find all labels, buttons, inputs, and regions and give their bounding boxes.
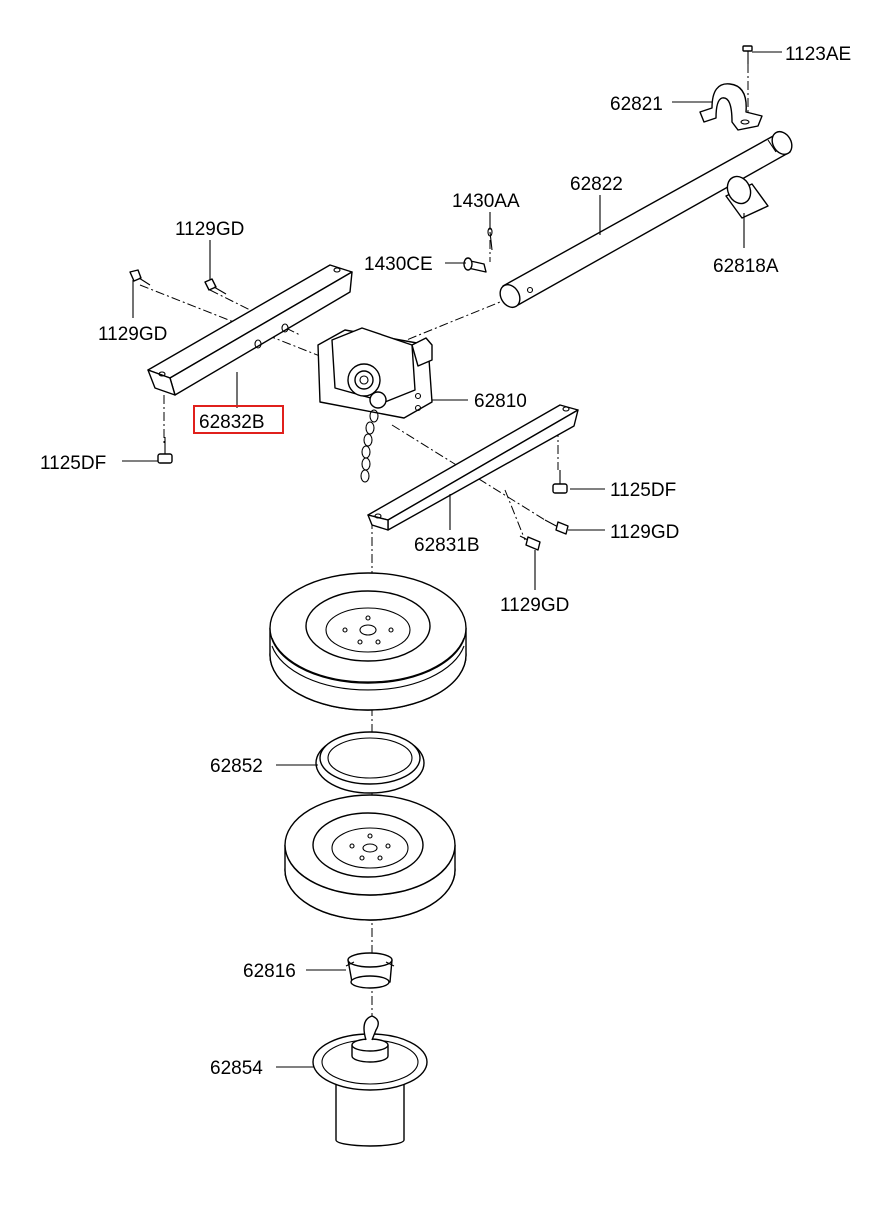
label-1129GD-top: 1129GD <box>175 219 244 240</box>
label-1125DF-left: 1125DF <box>40 453 106 474</box>
spare-tire <box>269 572 467 711</box>
label-62822: 62822 <box>570 174 623 195</box>
bolt-1129GD-left <box>129 269 151 286</box>
bolt-1123AE <box>742 45 753 64</box>
bracket-clamp-62821 <box>699 83 763 131</box>
label-62818A: 62818A <box>713 256 779 277</box>
bolt-1129GD-bottom <box>519 535 541 551</box>
label-1430CE: 1430CE <box>364 254 433 275</box>
label-1129GD-bottom: 1129GD <box>500 595 569 616</box>
winch-chain <box>360 409 379 483</box>
clevis-pin-1430CE <box>463 257 487 273</box>
part-labels: 1123AE 62821 62822 1430AA 1430CE 62818A … <box>40 44 851 1079</box>
label-62821: 62821 <box>610 94 663 115</box>
label-1129GD-right: 1129GD <box>610 522 679 543</box>
carrier-tube-62822 <box>499 130 793 309</box>
label-62810: 62810 <box>474 391 527 412</box>
label-62852: 62852 <box>210 756 263 777</box>
label-1129GD-left: 1129GD <box>98 324 167 345</box>
label-1123AE: 1123AE <box>785 44 851 65</box>
bolt-1125DF-left <box>157 437 173 464</box>
bolt-1125DF-right <box>552 470 568 494</box>
label-1430AA: 1430AA <box>452 191 520 212</box>
retainer-62816 <box>345 952 395 989</box>
bushing-62818A <box>725 175 769 219</box>
label-62854: 62854 <box>210 1058 263 1079</box>
cap-62854 <box>312 1015 428 1147</box>
leader-lines <box>122 51 782 1068</box>
ring-62852 <box>315 731 425 794</box>
bracket-62831B <box>367 404 579 531</box>
winch-assembly-62810 <box>317 327 433 419</box>
highlight-box-62832B <box>193 405 284 434</box>
label-62832B: 62832B <box>199 412 265 433</box>
bolt-1129GD-right <box>544 519 569 535</box>
label-62816: 62816 <box>243 961 296 982</box>
spare-wheel <box>284 794 456 921</box>
label-1125DF-right: 1125DF <box>610 480 676 501</box>
bracket-62832B <box>147 264 353 396</box>
label-62831B: 62831B <box>414 535 480 556</box>
bolt-1129GD-top <box>204 278 227 295</box>
